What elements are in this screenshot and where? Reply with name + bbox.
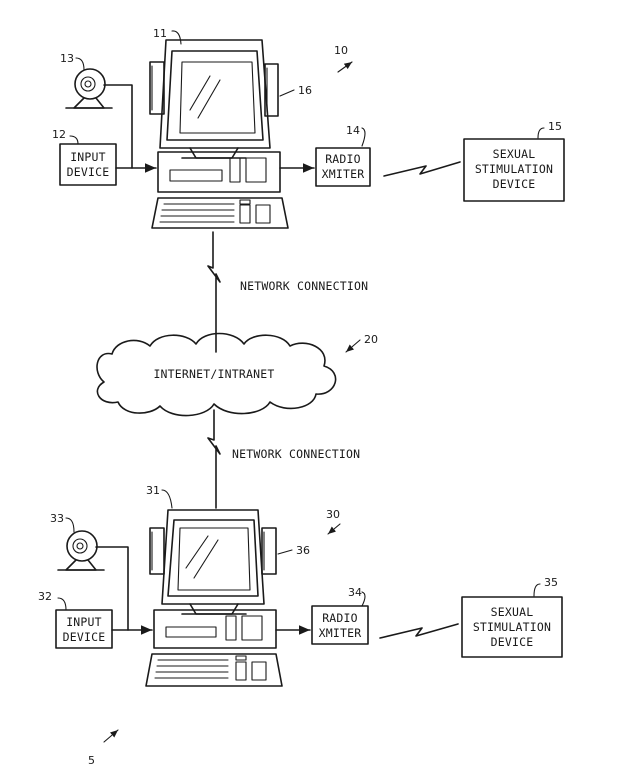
ref-11: 11 — [153, 27, 167, 40]
bottom-camera — [57, 530, 105, 571]
bottom-cpu — [153, 609, 277, 649]
ref-15: 15 — [548, 120, 562, 133]
ref-20: 20 — [364, 333, 378, 346]
ref-35: 35 — [544, 576, 558, 589]
bottom-monitor — [161, 509, 265, 615]
ref-10: 10 — [334, 44, 348, 57]
ref-32: 32 — [38, 590, 52, 603]
ref-5: 5 — [88, 754, 95, 767]
bottom-stim-label-2: STIMULATION — [473, 620, 551, 634]
ref-16: 16 — [298, 84, 312, 97]
bottom-keyboard — [145, 653, 283, 687]
ref-13: 13 — [60, 52, 74, 65]
upper-network-connection-label: NETWORK CONNECTION — [240, 279, 368, 293]
top-stim-label-2: STIMULATION — [475, 162, 553, 176]
ref-14: 14 — [346, 124, 360, 137]
upper-network-line — [207, 231, 221, 353]
ref-12: 12 — [52, 128, 66, 141]
top-monitor — [159, 39, 271, 159]
bottom-radio-label-1: RADIO — [322, 611, 358, 625]
ref-33: 33 — [50, 512, 64, 525]
bottom-speaker-right — [261, 527, 277, 575]
bottom-radio-label-2: XMITER — [319, 626, 362, 640]
top-camera-to-cpu-line — [103, 84, 157, 173]
top-speaker-right — [264, 63, 279, 117]
bottom-speaker-left — [149, 527, 165, 575]
internet-cloud — [96, 332, 337, 417]
lower-network-line — [207, 409, 221, 509]
top-input-device-label-1: INPUT — [70, 150, 106, 164]
top-stimulation-device-box — [463, 138, 565, 202]
top-radio-xmitter-box — [315, 147, 371, 187]
top-camera — [65, 68, 113, 109]
bottom-stim-label-1: SEXUAL — [491, 605, 534, 619]
bottom-input-device-label-2: DEVICE — [63, 630, 106, 644]
ref-30: 30 — [326, 508, 340, 521]
bottom-camera-to-cpu-line — [95, 546, 153, 635]
bottom-system — [55, 509, 563, 687]
top-speaker-left — [149, 61, 165, 115]
top-system — [59, 39, 565, 229]
top-wireless-link — [383, 161, 461, 177]
top-cpu — [157, 151, 281, 193]
ref-31: 31 — [146, 484, 160, 497]
top-radio-label-1: RADIO — [325, 152, 361, 166]
top-stim-label-1: SEXUAL — [493, 147, 536, 161]
bottom-wireless-link — [379, 623, 459, 639]
ref-36: 36 — [296, 544, 310, 557]
top-radio-label-2: XMITER — [322, 167, 365, 181]
bottom-input-device-label-1: INPUT — [66, 615, 102, 629]
ref-34: 34 — [348, 586, 362, 599]
bottom-stimulation-device-box — [461, 596, 563, 658]
bottom-radio-xmitter-box — [311, 605, 369, 645]
bottom-stim-label-3: DEVICE — [491, 635, 534, 649]
top-stim-label-3: DEVICE — [493, 177, 536, 191]
top-keyboard — [151, 197, 289, 229]
cloud-label: INTERNET/INTRANET — [153, 367, 274, 381]
bottom-input-device-box — [55, 609, 113, 649]
lower-network-connection-label: NETWORK CONNECTION — [232, 447, 360, 461]
top-input-device-box — [59, 143, 117, 186]
top-input-device-label-2: DEVICE — [67, 165, 110, 179]
